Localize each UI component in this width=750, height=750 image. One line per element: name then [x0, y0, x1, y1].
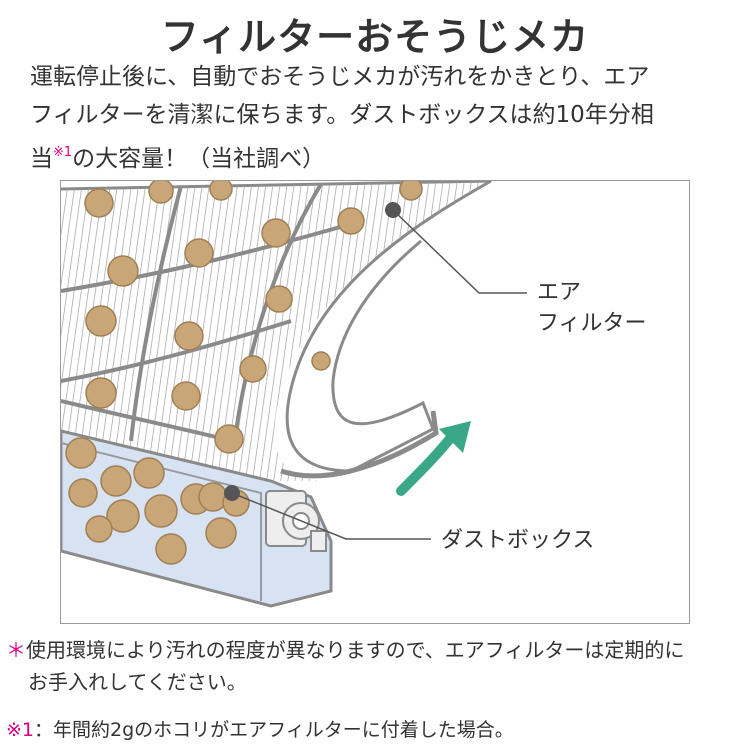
callout-air-filter-line2: フィルター — [537, 311, 647, 336]
intro-line-2: フィルターを清潔に保ちます。ダストボックスは約10年分相 — [30, 102, 654, 128]
callout-dust-box: ダストボックス — [441, 528, 595, 553]
footnote-mark: ※1 — [6, 719, 35, 741]
page-title: フィルターおそうじメカ — [160, 15, 590, 59]
intro-line-3-suffix: の大容量！（当社調べ） — [72, 146, 326, 172]
caution-note: ＊使用環境により汚れの程度が異なりますので、エアフィルターは定期的に お手入れし… — [6, 634, 746, 698]
intro-line-1: 運転停止後に、自動でおそうじメカが汚れをかきとり、エア — [30, 64, 650, 90]
intro-line-3: 当※1の大容量！（当社調べ） — [30, 134, 730, 178]
callout-air-filter-line1: エア — [537, 280, 582, 305]
filter-mesh — [61, 181, 491, 481]
box-dust — [65, 437, 250, 565]
filter-leader-line — [392, 209, 527, 294]
footnote-ref: ※1 — [53, 145, 73, 160]
footnote-text: ：年間約2gのホコリがエアフィルターに付着した場合。 — [34, 719, 514, 741]
callout-air-filter: エア フィルター — [537, 277, 647, 339]
caution-line-2: お手入れしてください。 — [28, 670, 247, 694]
intro-line-3-prefix: 当 — [30, 146, 53, 172]
footnote: ※1：年間約2gのホコリがエアフィルターに付着した場合。 — [6, 716, 746, 744]
filter-dust — [84, 181, 423, 454]
intro-paragraph: 運転停止後に、自動でおそうじメカが汚れをかきとり、エア フィルターを清潔に保ちま… — [30, 58, 730, 178]
illustration-svg — [61, 181, 527, 608]
caution-text-1: 使用環境により汚れの程度が異なりますので、エアフィルターは定期的に — [26, 638, 685, 662]
cleaning-mechanism — [265, 490, 327, 552]
caution-mark: ＊ — [6, 638, 26, 662]
filter-illustration: エア フィルター ダストボックス — [60, 180, 690, 624]
box-leader-line — [231, 492, 431, 540]
caution-line-1: ＊使用環境により汚れの程度が異なりますので、エアフィルターは定期的に — [6, 634, 746, 666]
